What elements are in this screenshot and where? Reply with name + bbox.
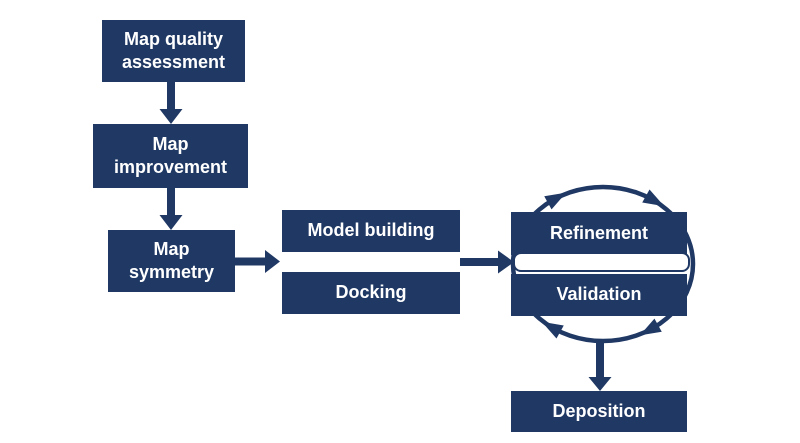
cycle-arrowhead-bottom-right (639, 318, 662, 336)
node-label: Docking (335, 282, 407, 303)
arrow-down-cycle-to-deposition-icon (588, 339, 612, 391)
arrow-down-improvement-to-symmetry-icon (159, 186, 183, 230)
node-deposition: Deposition (511, 391, 687, 432)
node-docking: Docking (282, 272, 460, 314)
arrow-down-quality-to-improvement-icon (159, 81, 183, 124)
node-map-symmetry: Map symmetry (108, 230, 235, 292)
node-label: Map improvement (113, 133, 228, 177)
cycle-arrowhead-bottom-left (541, 321, 564, 339)
node-map-improvement: Map improvement (93, 124, 248, 188)
cycle-arrowhead-top-left (544, 192, 567, 210)
node-label: Validation (556, 284, 642, 305)
node-model-building: Model building (282, 210, 460, 252)
arrow-right-modelbuilding-to-refinement-icon (460, 250, 514, 274)
node-validation: Validation (511, 274, 687, 316)
cycle-arrowhead-top-right (642, 189, 665, 207)
node-label: Deposition (552, 400, 646, 421)
node-refinement: Refinement (511, 212, 687, 255)
refinement-validation-divider (513, 252, 690, 272)
node-label: Refinement (549, 222, 648, 243)
node-label: Map quality assessment (121, 28, 226, 72)
node-map-quality-assessment: Map quality assessment (102, 20, 245, 82)
node-label: Map symmetry (128, 238, 215, 282)
node-label: Model building (307, 220, 435, 241)
arrow-right-symmetry-to-modelbuilding-icon (235, 250, 280, 273)
